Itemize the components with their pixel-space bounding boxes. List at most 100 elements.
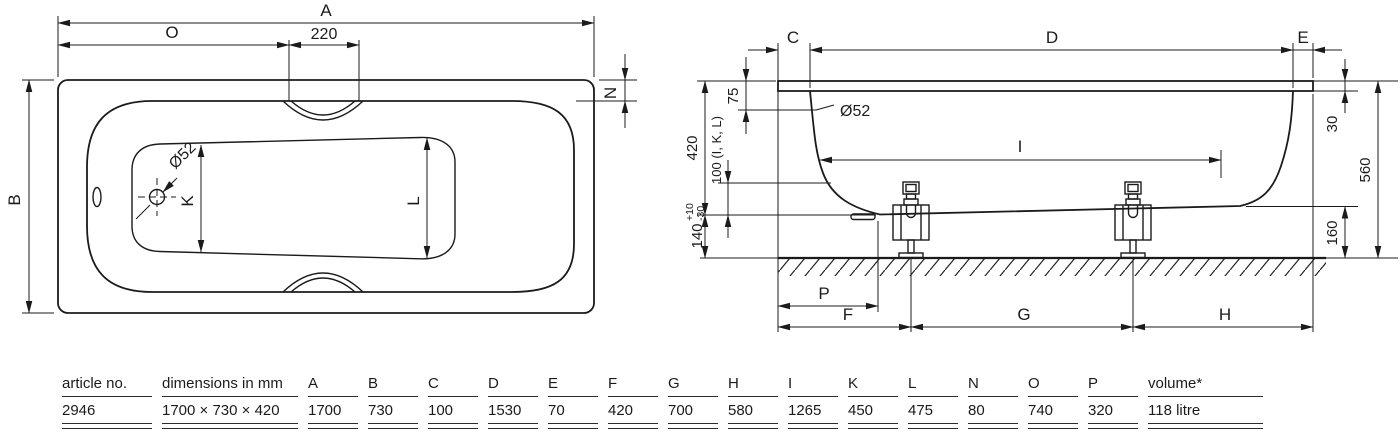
table-bottom-rule	[488, 424, 538, 429]
table-header: H	[728, 372, 778, 397]
table-bottom-rule	[162, 424, 298, 429]
table-column-dimensions: dimensions in mm 1700 × 730 × 420	[162, 372, 298, 429]
table-value: 1530	[488, 397, 538, 424]
dim-label-140-tolerance: 140 +10 -30	[684, 203, 707, 248]
table-header: G	[668, 372, 718, 397]
table-column-a: A 1700	[308, 372, 358, 429]
table-bottom-rule	[368, 424, 418, 429]
dim-label-i: I	[1018, 137, 1023, 156]
table-column-i: I 1265	[788, 372, 838, 429]
table-column-n: N 80	[968, 372, 1018, 429]
grip-recess-top-outer	[282, 100, 364, 121]
tub-inner-rim	[86, 100, 575, 293]
table-bottom-rule	[548, 424, 598, 429]
table-value: 580	[728, 397, 778, 424]
table-column-volume: volume* 118 litre	[1148, 372, 1263, 429]
dim-label-c: C	[787, 28, 799, 47]
dim-label-p: P	[818, 284, 829, 303]
adjustable-foot-right	[1114, 181, 1152, 259]
floor-hatching	[778, 258, 1326, 276]
table-value: 420	[608, 397, 658, 424]
table-bottom-rule	[1148, 424, 1263, 429]
table-header: P	[1088, 372, 1138, 397]
table-column-f: F 420	[608, 372, 658, 429]
tolerance-minus: -30	[695, 206, 707, 221]
adjustable-foot-left	[892, 181, 930, 259]
top-view-dimensions	[22, 16, 637, 314]
table-header: B	[368, 372, 418, 397]
dim-label-a: A	[320, 1, 332, 20]
table-bottom-rule	[908, 424, 958, 429]
table-bottom-rule	[1028, 424, 1078, 429]
table-bottom-rule	[728, 424, 778, 429]
table-bottom-rule	[608, 424, 658, 429]
table-value: 118 litre	[1148, 397, 1263, 424]
side-view-dimensions	[697, 43, 1398, 332]
table-value: 700	[668, 397, 718, 424]
table-bottom-rule	[848, 424, 898, 429]
table-value: 320	[1088, 397, 1138, 424]
table-column-article-no: article no. 2946	[62, 372, 152, 429]
dim-label-420: 420	[684, 135, 701, 160]
table-bottom-rule	[968, 424, 1018, 429]
table-bottom-rule	[62, 424, 152, 429]
table-column-g: G 700	[668, 372, 718, 429]
table-header: volume*	[1148, 372, 1263, 397]
grip-recess-bottom-inner	[290, 277, 356, 293]
dim-label-75: 75	[725, 88, 742, 105]
table-bottom-rule	[308, 424, 358, 429]
table-column-b: B 730	[368, 372, 418, 429]
table-header: A	[308, 372, 358, 397]
table-column-p: P 320	[1088, 372, 1138, 429]
technical-drawing: A O 220 N B K L Ø52	[5, 1, 1398, 332]
dim-label-160: 160	[1324, 220, 1341, 245]
table-header: I	[788, 372, 838, 397]
dim-label-140: 140	[689, 223, 706, 248]
table-value: 80	[968, 397, 1018, 424]
tub-body-profile	[809, 90, 1294, 216]
table-value: 1700	[308, 397, 358, 424]
dim-label-k: K	[178, 195, 197, 207]
table-header: F	[608, 372, 658, 397]
side-view	[777, 80, 1326, 276]
table-header: O	[1028, 372, 1078, 397]
dim-label-220: 220	[311, 26, 338, 43]
table-value: 100	[428, 397, 478, 424]
table-header: L	[908, 372, 958, 397]
table-value: 70	[548, 397, 598, 424]
table-header: C	[428, 372, 478, 397]
table-header: E	[548, 372, 598, 397]
table-value: 730	[368, 397, 418, 424]
dim-label-30: 30	[1324, 116, 1341, 133]
table-header: K	[848, 372, 898, 397]
dim-label-o: O	[165, 23, 178, 42]
dim-label-d: D	[1046, 28, 1058, 47]
table-column-h: H 580	[728, 372, 778, 429]
drain-outlet	[850, 213, 876, 221]
table-column-d: D 1530	[488, 372, 538, 429]
table-column-l: L 475	[908, 372, 958, 429]
top-view-labels: A O 220 N B K L Ø52	[5, 1, 620, 207]
table-value: 2946	[62, 397, 152, 424]
grip-recess-top-inner	[290, 100, 356, 116]
table-header: D	[488, 372, 538, 397]
table-bottom-rule	[428, 424, 478, 429]
dim-label-560: 560	[1357, 157, 1374, 182]
dim-label-100-ikl: 100 (I, K, L)	[709, 116, 724, 184]
table-column-c: C 100	[428, 372, 478, 429]
table-column-o: O 740	[1028, 372, 1078, 429]
table-bottom-rule	[1088, 424, 1138, 429]
dim-label-l: L	[404, 196, 423, 205]
table-column-k: K 450	[848, 372, 898, 429]
tub-outline-top	[57, 79, 595, 314]
dim-label-f: F	[843, 305, 853, 324]
tolerance-plus: +10	[684, 203, 696, 221]
table-header: article no.	[62, 372, 152, 397]
table-value: 450	[848, 397, 898, 424]
table-header: dimensions in mm	[162, 372, 298, 397]
side-view-labels: C D E 75 420 100 (I, K, L) 140 +10 -30 Ø…	[684, 28, 1374, 324]
table-value: 1265	[788, 397, 838, 424]
table-bottom-rule	[788, 424, 838, 429]
dim-label-h: H	[1219, 305, 1231, 324]
table-value: 740	[1028, 397, 1078, 424]
